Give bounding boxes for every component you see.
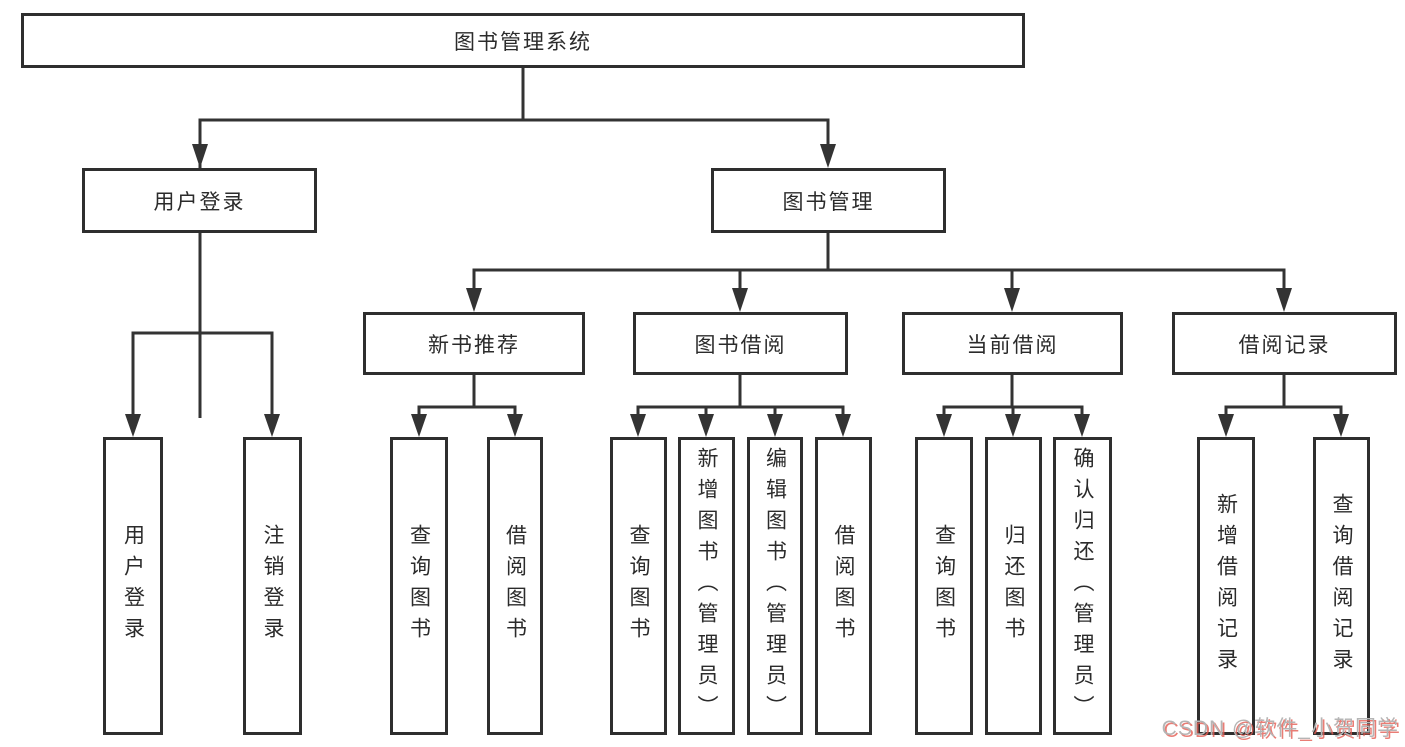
leaf-query-books-3: 查询图书 [915,437,973,735]
leaf-query-books-1-label: 查询图书 [407,524,431,648]
leaf-edit-books-admin: 编辑图书（管理员） [747,437,803,735]
leaf-return-books-label: 归还图书 [1002,524,1025,648]
arrowheads-borrow-leaves [630,414,851,437]
leaf-query-borrow-record: 查询借阅记录 [1313,437,1370,735]
node-root-library-system: 图书管理系统 [21,13,1025,68]
connector-newbooks-to-leaves [417,375,517,416]
connector-records-to-leaves [1224,375,1343,416]
arrowheads-level3 [466,288,1292,312]
leaf-user-login: 用户登录 [103,437,163,735]
leaf-query-books-1: 查询图书 [390,437,448,735]
leaf-add-books-admin: 新增图书（管理员） [678,437,735,735]
connector-borrow-to-leaves [636,375,845,416]
node-borrowing-records: 借阅记录 [1172,312,1397,375]
node-new-book-recommendation: 新书推荐 [363,312,585,375]
leaf-query-books-2: 查询图书 [610,437,667,735]
leaf-add-books-admin-label: 新增图书（管理员） [695,446,718,726]
connector-userlogin-to-leaves [131,233,274,416]
leaf-borrow-books-1: 借阅图书 [487,437,543,735]
leaf-query-books-3-label: 查询图书 [932,524,956,648]
leaf-logout-label: 注销登录 [261,524,284,648]
leaf-borrow-books-2-label: 借阅图书 [832,524,855,648]
arrowheads-userlogin-leaves [125,414,280,437]
node-book-borrowing: 图书借阅 [633,312,848,375]
leaf-confirm-return-admin: 确认归还（管理员） [1053,437,1112,735]
leaf-add-borrow-record-label: 新增借阅记录 [1214,493,1238,679]
arrowheads-level2 [192,144,836,168]
leaf-query-books-2-label: 查询图书 [627,524,650,648]
connector-current-to-leaves [942,375,1084,416]
node-user-login-branch: 用户登录 [82,168,317,233]
node-book-management-branch: 图书管理 [711,168,946,233]
leaf-borrow-books-2: 借阅图书 [815,437,872,735]
leaf-confirm-return-admin-label: 确认归还（管理员） [1071,446,1094,726]
leaf-return-books: 归还图书 [985,437,1042,735]
arrowheads-newbooks-leaves [411,414,523,437]
leaf-borrow-books-1-label: 借阅图书 [503,524,527,648]
csdn-watermark: CSDN @软件_小贺同学 [1161,717,1399,740]
leaf-edit-books-admin-label: 编辑图书（管理员） [763,446,787,726]
leaf-user-login-label: 用户登录 [121,524,145,648]
arrowheads-current-leaves [936,414,1090,437]
node-current-borrowing: 当前借阅 [902,312,1123,375]
leaf-add-borrow-record: 新增借阅记录 [1197,437,1255,735]
arrowheads-records-leaves [1218,414,1349,437]
connector-bookmgmt-to-level3 [472,233,1286,290]
leaf-query-borrow-record-label: 查询借阅记录 [1330,493,1353,679]
leaf-logout: 注销登录 [243,437,302,735]
